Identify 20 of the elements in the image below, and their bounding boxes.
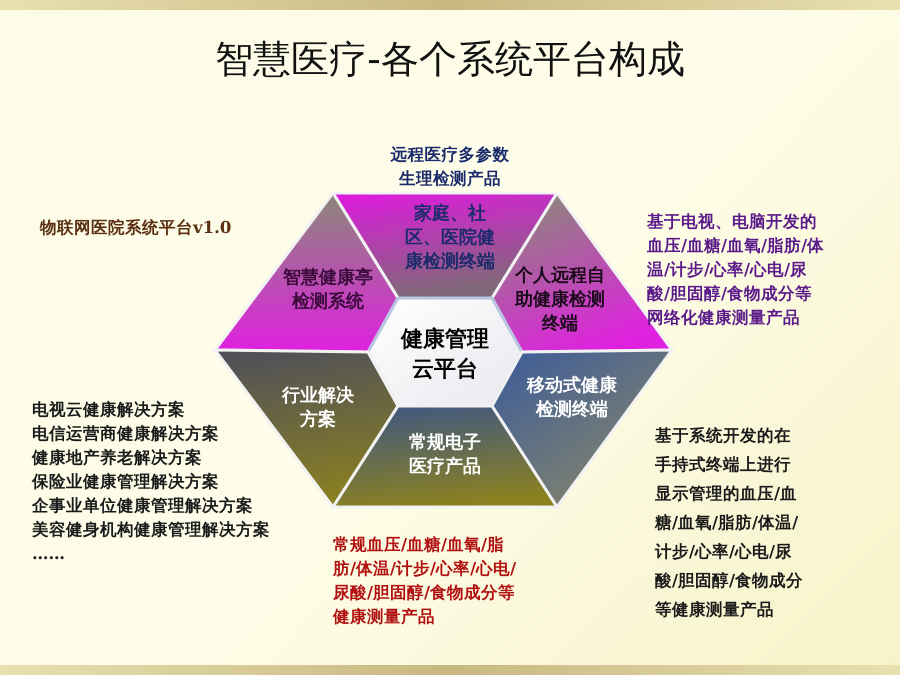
description-text: 常规血压/血糖/血氧/脂肪/体温/计步/心率/心电/尿酸/胆固醇/食物成分等健康测量产品: [333, 534, 518, 628]
segment-label: 个人远程自助健康检测终端: [514, 264, 606, 336]
segment-label: 智慧健康亭检测系统: [282, 266, 374, 314]
description-text: 基于电视、电脑开发的血压/血糖/血氧/脂肪/体温/计步/心率/心电/尿酸/胆固醇/食物成分等网络化健康测量产品: [647, 211, 826, 329]
segment-label: 行业解决方案: [280, 384, 355, 432]
description-text: 远程医疗多参数生理检测产品: [390, 144, 510, 190]
title: 智慧医疗-各个系统平台构成: [214, 36, 686, 82]
segment-label: 健康管理云平台: [400, 325, 490, 384]
list-item: 保险业健康管理解决方案: [32, 471, 220, 493]
segment-label: 常规电子医疗产品: [408, 431, 482, 479]
description-text: 基于系统开发的在手持式终端上进行显示管理的血压/血糖/血氧/脂肪/体温/计步/心率/心电/尿酸/胆固醇/食物成分等健康测量产品: [655, 425, 804, 621]
list-item: 美容健身机构健康管理解决方案: [32, 519, 271, 541]
list-item: 健康地产养老解决方案: [32, 447, 203, 469]
list-item: 电视云健康解决方案: [32, 399, 186, 421]
list-item: ……: [32, 543, 66, 565]
segment-label: 移动式健康检测终端: [526, 374, 618, 422]
description-text: 物联网医院系统平台v1.0: [40, 217, 232, 239]
list-item: 企事业单位健康管理解决方案: [32, 495, 254, 517]
list-item: 电信运营商健康解决方案: [32, 423, 220, 445]
segment-label: 家庭、社区、医院健康检测终端: [404, 202, 496, 274]
